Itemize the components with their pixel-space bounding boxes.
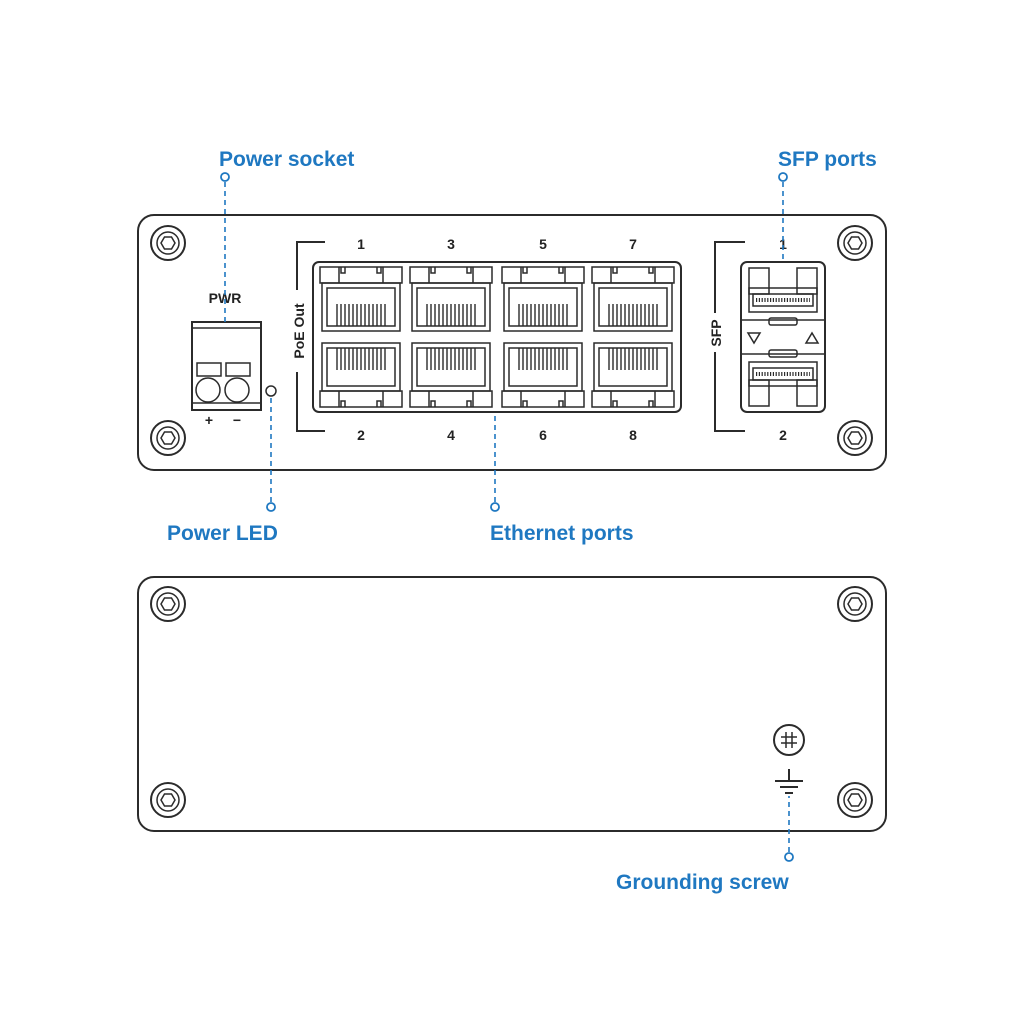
screw-icon bbox=[837, 225, 873, 261]
ethernet-port bbox=[501, 266, 585, 332]
svg-text:Power LED: Power LED bbox=[167, 522, 278, 545]
screw-icon bbox=[150, 420, 186, 456]
port-number: 8 bbox=[629, 427, 637, 443]
screw-icon bbox=[837, 420, 873, 456]
ethernet-ports bbox=[312, 261, 682, 413]
minus-label: − bbox=[233, 412, 241, 428]
svg-text:Grounding screw: Grounding screw bbox=[616, 871, 789, 894]
ethernet-port bbox=[591, 342, 675, 408]
ethernet-port bbox=[409, 266, 493, 332]
svg-text:Ethernet ports: Ethernet ports bbox=[490, 522, 634, 545]
callout-sfp-ports: SFP ports bbox=[778, 148, 877, 262]
sfp-bracket bbox=[714, 241, 745, 432]
screw-icon bbox=[837, 586, 873, 622]
poe-bracket bbox=[296, 241, 325, 432]
grounding-screw bbox=[773, 724, 805, 756]
screw-icon bbox=[150, 782, 186, 818]
svg-text:SFP ports: SFP ports bbox=[778, 148, 877, 171]
screw-icon bbox=[150, 225, 186, 261]
svg-text:Power socket: Power socket bbox=[219, 148, 354, 171]
triangle-down-icon bbox=[746, 332, 762, 345]
sfp-number: 2 bbox=[779, 427, 787, 443]
ethernet-port bbox=[319, 266, 403, 332]
pwr-label: PWR bbox=[209, 290, 242, 306]
port-number: 3 bbox=[447, 236, 455, 252]
ethernet-port bbox=[319, 342, 403, 408]
plus-label: + bbox=[205, 412, 213, 428]
port-number: 1 bbox=[357, 236, 365, 252]
port-number: 6 bbox=[539, 427, 547, 443]
sfp-port bbox=[747, 360, 819, 388]
callout-ethernet-ports: Ethernet ports bbox=[490, 412, 634, 545]
power-socket: PWR + − bbox=[191, 290, 262, 428]
sfp-label: SFP bbox=[708, 319, 724, 346]
triangle-up-icon bbox=[804, 331, 820, 344]
sfp-cage bbox=[740, 261, 826, 413]
callout-grounding-screw: Grounding screw bbox=[616, 796, 794, 894]
ethernet-port bbox=[591, 266, 675, 332]
ethernet-port bbox=[501, 342, 585, 408]
rear-panel bbox=[137, 576, 887, 832]
ethernet-port bbox=[409, 342, 493, 408]
port-number: 4 bbox=[447, 427, 455, 443]
sfp-number: 1 bbox=[779, 236, 787, 252]
port-number: 7 bbox=[629, 236, 637, 252]
screw-icon bbox=[150, 586, 186, 622]
port-number: 5 bbox=[539, 236, 547, 252]
poe-out-label: PoE Out bbox=[291, 303, 307, 359]
ground-icon bbox=[775, 769, 803, 794]
port-number: 2 bbox=[357, 427, 365, 443]
front-panel bbox=[137, 214, 887, 471]
screw-icon bbox=[837, 782, 873, 818]
callout-power-socket: Power socket bbox=[219, 148, 354, 322]
power-led bbox=[265, 385, 277, 397]
sfp-port bbox=[747, 286, 819, 314]
callout-power-led: Power LED bbox=[167, 397, 278, 545]
